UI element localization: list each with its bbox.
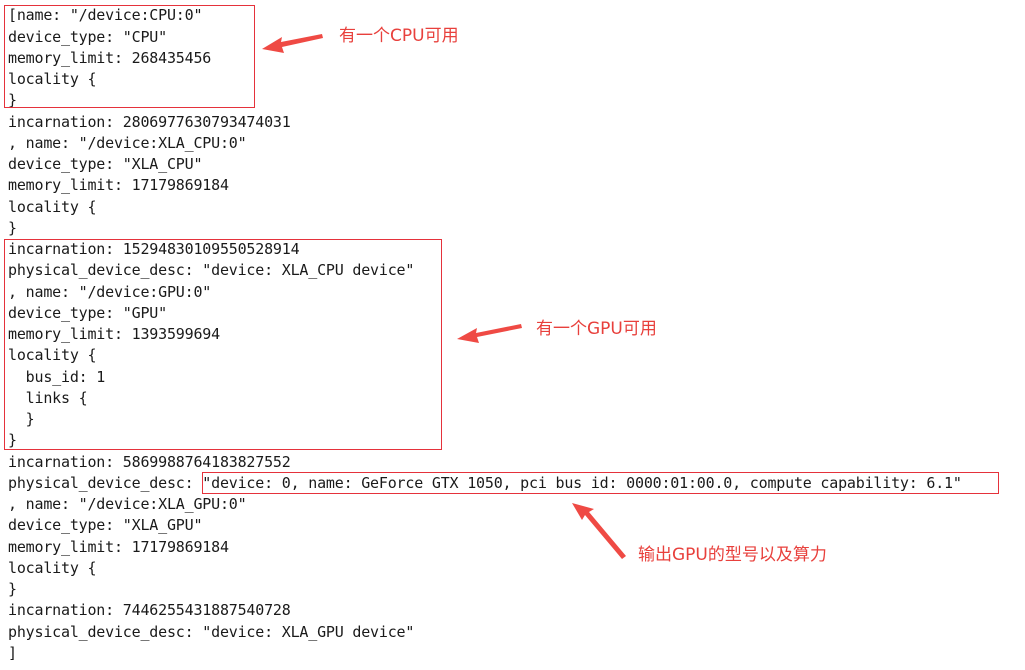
console-line: } bbox=[8, 410, 35, 428]
gpu-note: 有一个GPU可用 bbox=[536, 319, 657, 339]
console-line: memory_limit: 268435456 bbox=[8, 49, 212, 67]
gpu-arrow-icon bbox=[457, 324, 522, 343]
console-line: ] bbox=[8, 644, 17, 662]
console-line: , name: "/device:XLA_GPU:0" bbox=[8, 495, 247, 513]
console-line: locality { bbox=[8, 346, 97, 364]
console-line: memory_limit: 17179869184 bbox=[8, 176, 229, 194]
cpu-note: 有一个CPU可用 bbox=[339, 26, 459, 46]
console-line: memory_limit: 17179869184 bbox=[8, 538, 229, 556]
console-line: physical_device_desc: "device: XLA_GPU d… bbox=[8, 623, 415, 641]
cpu-highlight-box bbox=[4, 5, 255, 108]
cpu-arrow-icon bbox=[262, 34, 323, 53]
console-line: links { bbox=[8, 389, 88, 407]
console-line: device_type: "XLA_GPU" bbox=[8, 516, 203, 534]
gpu-model-note: 输出GPU的型号以及算力 bbox=[638, 545, 827, 565]
console-line: physical_device_desc: "device: 0, name: … bbox=[8, 474, 962, 492]
console-line: } bbox=[8, 580, 17, 598]
console-line: device_type: "GPU" bbox=[8, 304, 167, 322]
console-line: } bbox=[8, 91, 17, 109]
console-line: locality { bbox=[8, 70, 97, 88]
console-line: incarnation: 2806977630793474031 bbox=[8, 113, 291, 131]
console-line: locality { bbox=[8, 559, 97, 577]
console-line: locality { bbox=[8, 198, 97, 216]
console-line: bus_id: 1 bbox=[8, 368, 106, 386]
gpu-desc-highlight-box bbox=[202, 472, 999, 494]
console-line: memory_limit: 1393599694 bbox=[8, 325, 220, 343]
gpu-highlight-box bbox=[4, 239, 442, 450]
console-line: , name: "/device:XLA_CPU:0" bbox=[8, 134, 247, 152]
console-line: incarnation: 15294830109550528914 bbox=[8, 240, 300, 258]
console-line: } bbox=[8, 431, 17, 449]
gpu-model-arrow-icon bbox=[572, 503, 626, 559]
console-line: device_type: "CPU" bbox=[8, 28, 167, 46]
console-line: } bbox=[8, 219, 17, 237]
console-line: physical_device_desc: "device: XLA_CPU d… bbox=[8, 261, 415, 279]
console-line: [name: "/device:CPU:0" bbox=[8, 6, 203, 24]
console-line: incarnation: 5869988764183827552 bbox=[8, 453, 291, 471]
console-line: incarnation: 7446255431887540728 bbox=[8, 601, 291, 619]
console-line: device_type: "XLA_CPU" bbox=[8, 155, 203, 173]
console-line: , name: "/device:GPU:0" bbox=[8, 283, 212, 301]
